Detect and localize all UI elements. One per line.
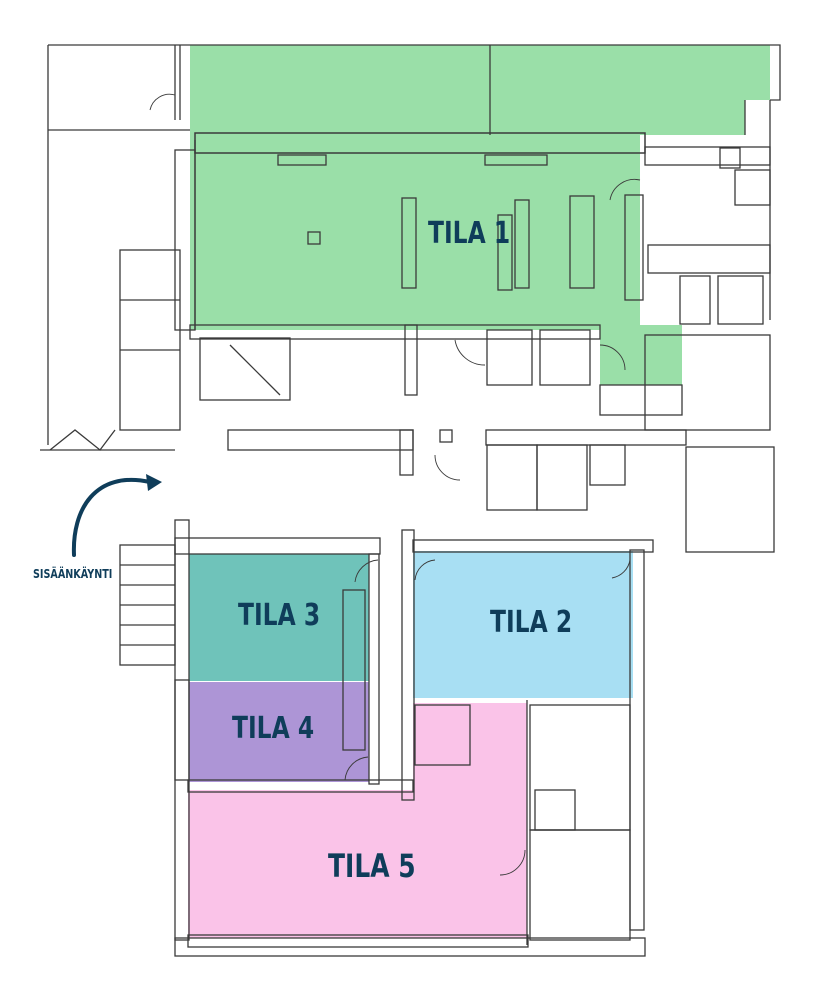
tila5-area [188, 703, 527, 938]
tila4-area [189, 682, 369, 782]
room-label-tila-5: TILA 5 [328, 847, 416, 885]
room-fills [188, 45, 770, 938]
doors [149, 93, 641, 876]
room-label-tila-1: TILA 1 [428, 216, 511, 251]
tila3-area [189, 554, 369, 681]
room-label-tila-3: TILA 3 [238, 598, 321, 633]
entrance-label: SISÄÄNKÄYNTI [33, 567, 113, 581]
tila2-area [413, 551, 633, 698]
tila1-area [190, 45, 770, 385]
room-label-tila-2: TILA 2 [490, 605, 573, 640]
walls [40, 44, 781, 957]
entrance-arrow [71, 474, 162, 557]
room-label-tila-4: TILA 4 [232, 711, 315, 746]
